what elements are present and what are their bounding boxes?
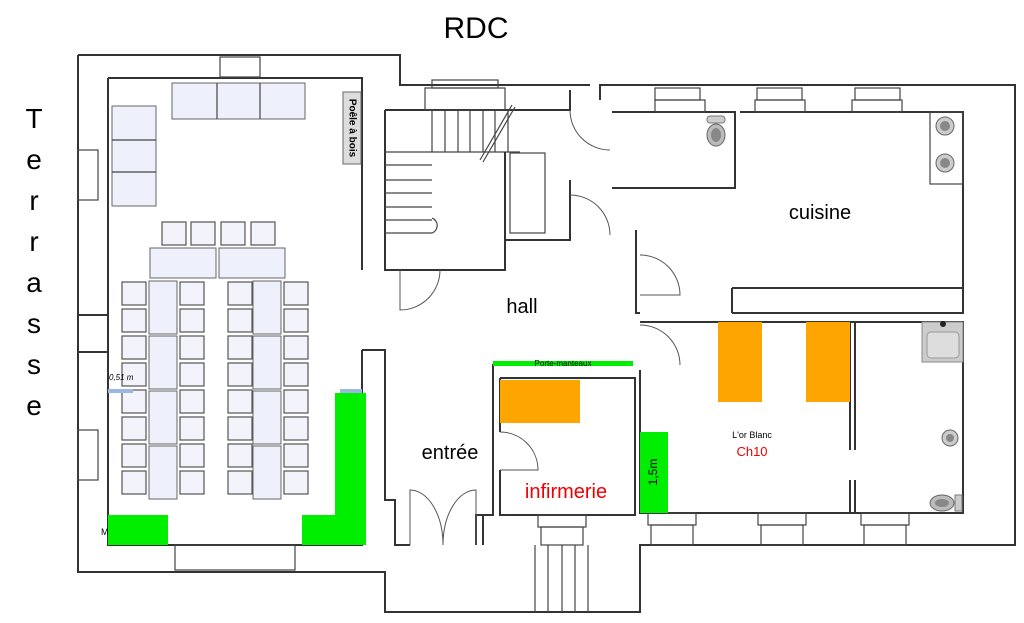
width-marker xyxy=(340,389,362,393)
room-number-label: Ch10 xyxy=(736,444,767,459)
chair xyxy=(283,443,309,468)
terrace-letter: a xyxy=(26,267,42,298)
exterior-walls xyxy=(77,54,1016,613)
bed xyxy=(718,322,762,402)
chair xyxy=(179,389,205,414)
table xyxy=(148,280,178,335)
hall-doors xyxy=(569,109,681,366)
storage-block-1-5m xyxy=(640,432,668,513)
chair xyxy=(121,389,147,414)
length-label: 1,5m xyxy=(646,459,660,486)
chair xyxy=(283,335,309,360)
room-label-entree: entrée xyxy=(422,442,479,464)
table xyxy=(252,280,282,335)
infirmary-walls xyxy=(482,364,636,612)
storage-block xyxy=(302,515,366,545)
storage-block xyxy=(335,393,366,518)
chair xyxy=(283,470,309,495)
table xyxy=(252,445,282,500)
chair xyxy=(121,416,147,441)
chair xyxy=(121,470,147,495)
sofa xyxy=(171,82,306,120)
cut-label: M xyxy=(101,527,109,537)
terrace-letter: e xyxy=(26,390,42,421)
table xyxy=(148,390,178,445)
left-windows xyxy=(77,56,296,571)
table xyxy=(252,335,282,390)
infirmary-bed xyxy=(500,380,580,423)
bedroom-walls xyxy=(639,321,964,546)
chair xyxy=(121,362,147,387)
chair xyxy=(227,362,253,387)
floor-title: RDC xyxy=(444,12,509,45)
chair xyxy=(179,335,205,360)
chair xyxy=(227,389,253,414)
width-marker-label: 0,51 m xyxy=(109,373,134,382)
chair xyxy=(227,308,253,333)
staircase xyxy=(384,79,571,311)
table xyxy=(148,335,178,390)
coat-rack-label: Porte-manteaux xyxy=(535,359,592,368)
chair xyxy=(227,335,253,360)
wood-stove-label: Poêle à bois xyxy=(346,99,357,158)
chair xyxy=(179,362,205,387)
terrace-letter: s xyxy=(27,308,41,339)
chair xyxy=(227,470,253,495)
chair xyxy=(283,281,309,306)
kitchen-sink-icon xyxy=(935,116,955,173)
shower-icon xyxy=(941,429,959,447)
chair xyxy=(227,443,253,468)
chair xyxy=(227,416,253,441)
chair xyxy=(283,389,309,414)
toilet-icon xyxy=(929,494,963,512)
chair xyxy=(179,443,205,468)
terrace-letter: e xyxy=(26,144,42,175)
room-label-infirmerie: infirmerie xyxy=(525,481,607,503)
chair xyxy=(283,362,309,387)
coat-rack xyxy=(493,361,633,366)
wood-stove xyxy=(342,91,362,165)
chair xyxy=(121,443,147,468)
seating-layout xyxy=(121,280,309,500)
chair xyxy=(121,281,147,306)
chair xyxy=(227,281,253,306)
bed xyxy=(806,322,850,402)
chair xyxy=(179,470,205,495)
room-label-cuisine: cuisine xyxy=(789,202,851,224)
front-tables xyxy=(149,221,286,279)
terrace-letter: s xyxy=(27,349,41,380)
wc-toilet-icon xyxy=(706,115,726,147)
room-name-label: L'or Blanc xyxy=(732,430,772,440)
room-label-hall: hall xyxy=(506,296,537,318)
chair xyxy=(179,281,205,306)
chair xyxy=(179,308,205,333)
entrance-walls xyxy=(362,349,483,546)
chair xyxy=(283,308,309,333)
table xyxy=(148,445,178,500)
terrace-letter: r xyxy=(29,185,38,216)
storage-block xyxy=(108,515,168,545)
sofa xyxy=(111,105,157,207)
table xyxy=(252,390,282,445)
width-marker xyxy=(108,389,133,393)
chair xyxy=(121,335,147,360)
chair xyxy=(283,416,309,441)
chair xyxy=(179,416,205,441)
terrace-letter: T xyxy=(25,103,42,134)
terrace-letter: r xyxy=(29,226,38,257)
kitchen-walls xyxy=(612,87,964,314)
bathroom-sink-icon xyxy=(921,321,964,363)
chair xyxy=(121,308,147,333)
